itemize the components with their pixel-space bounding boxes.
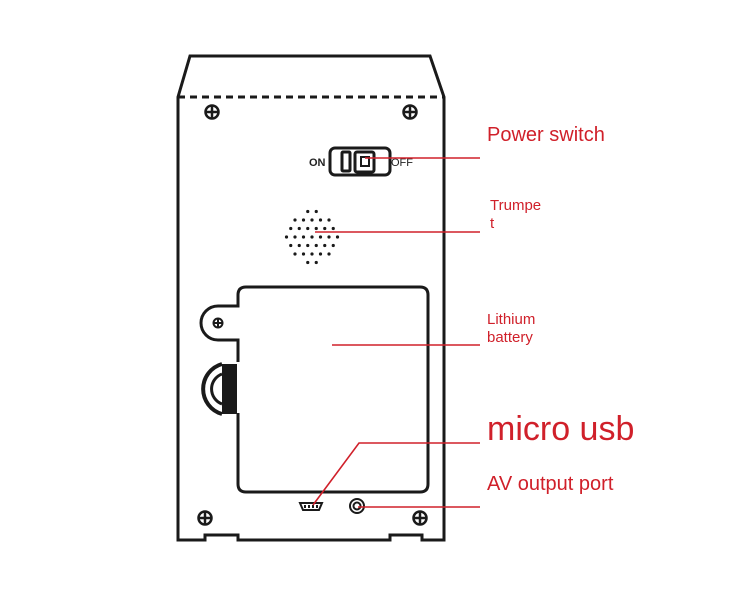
speaker-hole	[297, 226, 301, 231]
speaker-hole	[318, 218, 323, 222]
switch-on-text: ON	[309, 157, 326, 169]
speaker-hole	[289, 243, 293, 248]
speaker-hole	[306, 243, 310, 248]
speaker-hole	[335, 235, 340, 239]
speaker-hole	[314, 243, 318, 248]
speaker-hole	[289, 226, 293, 231]
trumpet-label: Trumpe t	[490, 197, 541, 233]
device-body	[176, 54, 446, 542]
speaker-hole	[297, 243, 301, 248]
speaker-hole	[318, 235, 323, 239]
speaker-hole	[323, 226, 327, 231]
av-port	[349, 498, 365, 514]
speaker-hole	[314, 209, 318, 214]
speaker-hole	[310, 235, 314, 239]
callout-lines	[312, 157, 480, 508]
trumpet-label-line2: t	[490, 215, 495, 232]
speaker-hole	[293, 218, 297, 222]
speaker-hole	[327, 252, 331, 256]
speaker-hole	[331, 243, 335, 248]
screw-icon	[197, 510, 213, 526]
battery-label-line1: Lithium	[487, 311, 536, 328]
tab-screw-icon	[212, 317, 224, 329]
speaker-grille	[284, 209, 340, 265]
av-port-label: AV output port	[487, 473, 614, 495]
speaker-hole	[331, 226, 335, 231]
battery-label-line2: battery	[487, 329, 533, 346]
speaker-hole	[301, 252, 306, 256]
speaker-hole	[306, 209, 310, 214]
speaker-hole	[284, 235, 289, 239]
screw-icons	[197, 104, 428, 526]
speaker-hole	[327, 235, 331, 239]
micro-usb-callout	[312, 442, 480, 506]
trumpet-label-line1: Trumpe	[490, 197, 542, 214]
speaker-hole	[314, 260, 318, 265]
speaker-hole	[293, 235, 297, 239]
switch-off-text: OFF	[391, 157, 413, 169]
power-switch	[328, 146, 392, 177]
speaker-hole	[306, 226, 310, 231]
speaker-hole	[301, 235, 306, 239]
speaker-hole	[306, 260, 310, 265]
power-switch-label: Power switch	[487, 124, 605, 146]
micro-usb-label: micro usb	[487, 410, 635, 448]
speaker-hole	[323, 243, 327, 248]
speaker-hole	[314, 226, 318, 231]
battery-cover	[199, 285, 430, 494]
speaker-hole	[310, 252, 314, 256]
speaker-hole	[327, 218, 331, 222]
speaker-hole	[301, 218, 306, 222]
screw-icon	[402, 104, 418, 120]
speaker-hole	[318, 252, 323, 256]
battery-label: Lithium battery	[487, 311, 535, 347]
screw-icon	[204, 104, 220, 120]
micro-usb-port	[298, 502, 324, 511]
speaker-hole	[310, 218, 314, 222]
screw-icon	[412, 510, 428, 526]
speaker-hole	[293, 252, 297, 256]
